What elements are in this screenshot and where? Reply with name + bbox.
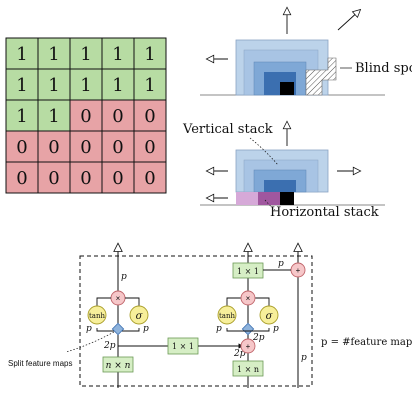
two-p-label: 2p <box>233 349 246 359</box>
conv-nxn-box <box>102 356 134 373</box>
mask-value: 1 <box>16 44 27 65</box>
times-label: × <box>246 294 251 303</box>
mask-cell <box>5 37 39 70</box>
leader-line <box>65 331 115 353</box>
split-feature-maps-label: Split feature maps <box>8 359 72 368</box>
sigmoid-gate-icon <box>259 305 279 325</box>
mask-cell <box>133 130 167 163</box>
plus-label: + <box>246 342 251 351</box>
p-label: p <box>278 259 284 269</box>
blind-spot-region <box>305 57 337 96</box>
mask-value: 1 <box>16 106 27 127</box>
split-node-icon <box>111 322 125 336</box>
sigmoid-gate-icon <box>129 305 149 325</box>
mask-value: 0 <box>16 168 27 189</box>
block-frame <box>79 255 313 387</box>
mask-cell <box>5 130 39 163</box>
mask-cell <box>37 161 71 194</box>
mask-cell <box>37 37 71 70</box>
plus-label: + <box>296 266 301 275</box>
mask-value: 0 <box>112 137 123 158</box>
vertical-stack-label: Vertical stack <box>182 122 273 137</box>
conv-1xn-label: 1 × n <box>237 365 259 374</box>
times-label: × <box>116 294 121 303</box>
mask-grid: 1 1 1 1 1 1 1 1 1 1 1 1 0 0 0 0 0 0 0 0 … <box>5 37 167 194</box>
conv-1x1-label: 1 × 1 <box>237 267 259 276</box>
p-label: p <box>121 272 127 282</box>
p-label: p <box>86 324 92 334</box>
mask-value: 1 <box>112 75 123 96</box>
mask-value: 0 <box>80 106 91 127</box>
mask-value: 0 <box>144 137 155 158</box>
sigma-label: σ <box>266 311 274 322</box>
arrow-diag-icon <box>337 10 360 31</box>
p-label: p <box>301 353 307 363</box>
mask-cell <box>69 161 103 194</box>
leader-line <box>264 199 276 211</box>
mask-cell <box>69 68 103 101</box>
split-node-icon <box>241 322 255 336</box>
mask-value: 0 <box>80 168 91 189</box>
mask-value: 1 <box>144 75 155 96</box>
tanh-label: tanh <box>219 312 235 320</box>
tanh-gate-icon <box>217 305 237 325</box>
mask-value: 1 <box>144 44 155 65</box>
horizontal-stack-label: Horizontal stack <box>270 205 379 220</box>
sigma-label: σ <box>136 311 144 322</box>
mask-value: 0 <box>48 168 59 189</box>
conv-1xn-box <box>232 360 264 377</box>
two-p-label: 2p <box>252 333 265 343</box>
mask-value: 0 <box>144 168 155 189</box>
conv-1x1-label: 1 × 1 <box>172 342 194 351</box>
p-label: p <box>143 324 149 334</box>
two-p-label: 2p <box>103 341 116 351</box>
mask-cell <box>5 68 39 101</box>
mask-value: 1 <box>48 44 59 65</box>
mask-cell <box>37 130 71 163</box>
vertical-stack-inner <box>264 180 296 192</box>
tanh-label: tanh <box>89 312 105 320</box>
mask-value: 0 <box>16 137 27 158</box>
multiply-gate-icon <box>240 290 256 306</box>
mask-cell <box>101 99 135 132</box>
mask-value: 0 <box>80 137 91 158</box>
mask-cell <box>133 161 167 194</box>
branch-line <box>226 328 270 332</box>
feature-maps-legend: p = #feature maps <box>321 337 412 348</box>
conv-nxn-label: n × n <box>106 361 131 371</box>
horizontal-stack-dark <box>258 192 280 205</box>
mask-value: 1 <box>48 75 59 96</box>
blind-spot-label: Blind spot <box>355 61 412 76</box>
add-node-icon <box>240 338 256 354</box>
mask-cell <box>133 68 167 101</box>
mask-cell <box>37 99 71 132</box>
conv-1x1-box <box>232 262 264 279</box>
p-label: p <box>273 324 279 334</box>
mask-value: 0 <box>112 106 123 127</box>
mask-value: 1 <box>80 44 91 65</box>
mask-value: 1 <box>16 75 27 96</box>
mask-value: 0 <box>144 106 155 127</box>
mask-cell <box>101 130 135 163</box>
current-pixel <box>280 192 294 205</box>
mask-value: 0 <box>112 168 123 189</box>
mask-value: 0 <box>48 137 59 158</box>
p-label: p <box>216 324 222 334</box>
gated-block-diagram: p × tanh σ p p 2p n × n 1 × 1 Split feat… <box>8 244 412 388</box>
current-pixel <box>280 82 294 95</box>
mask-value: 1 <box>112 44 123 65</box>
mask-cell <box>5 161 39 194</box>
tanh-gate-icon <box>87 305 107 325</box>
mask-value: 1 <box>48 106 59 127</box>
mask-value: 1 <box>80 75 91 96</box>
blind-spot-diagram: Blind spot <box>200 8 412 96</box>
stack-diagram: Vertical stack Horizontal stack <box>182 122 385 220</box>
